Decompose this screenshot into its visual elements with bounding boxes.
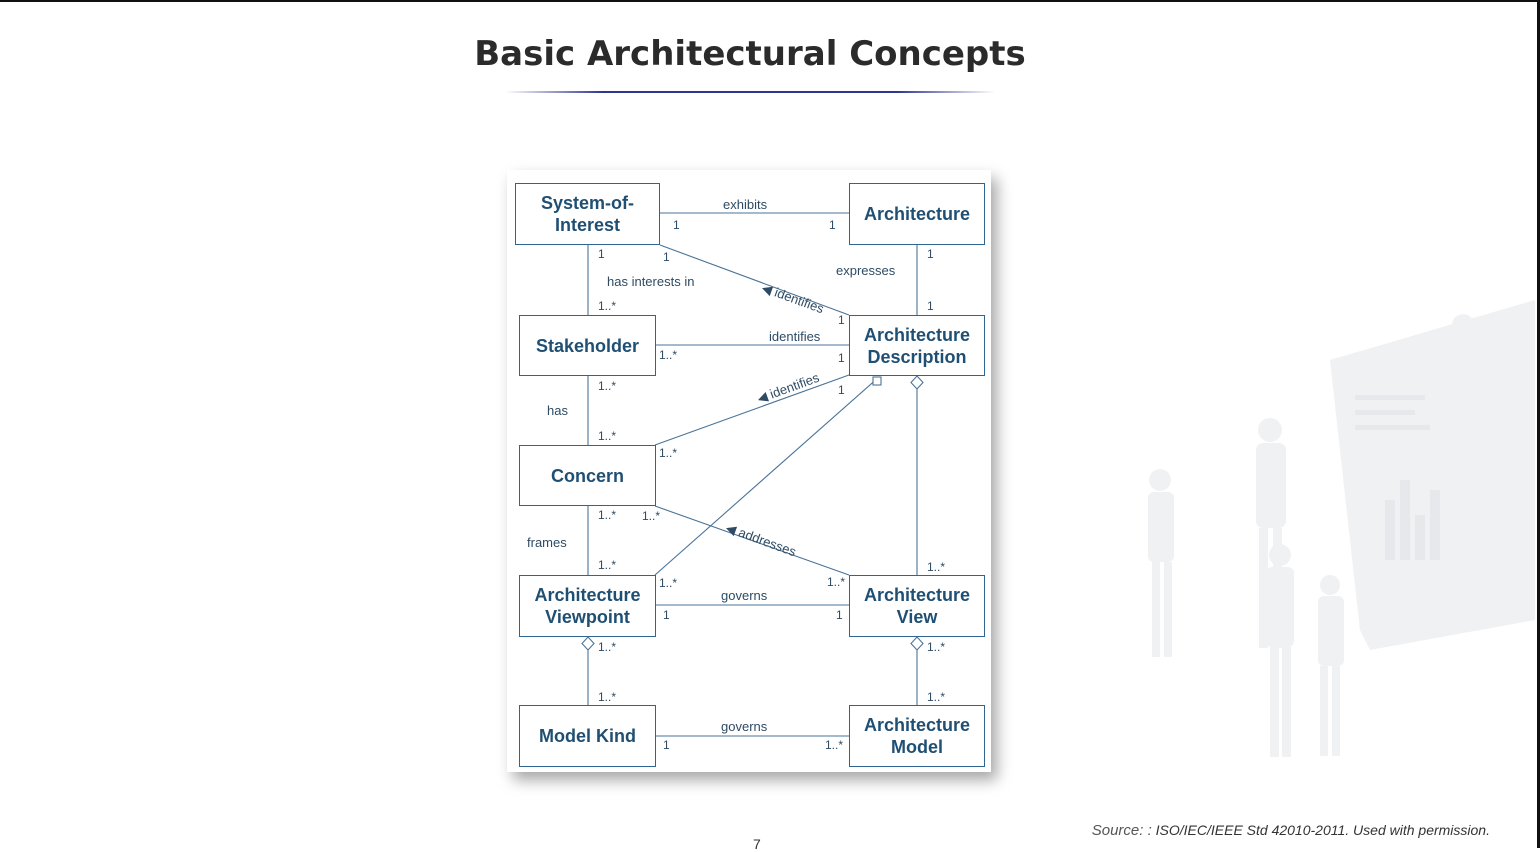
multiplicity: 1..* xyxy=(927,640,946,654)
multiplicity: 1..* xyxy=(825,738,844,752)
illustration-person xyxy=(1266,567,1294,647)
multiplicity: 1..* xyxy=(827,575,846,589)
illustration-person xyxy=(1270,647,1279,757)
label-has: has xyxy=(547,403,568,418)
slide-title: Basic Architectural Concepts xyxy=(474,34,1026,74)
title-underline xyxy=(505,91,995,93)
multiplicity: 1 xyxy=(838,313,845,327)
illustration-platform xyxy=(1360,600,1535,650)
box-architecture-view: Architecture View xyxy=(849,575,985,637)
diagram-connectors xyxy=(581,212,924,737)
top-border xyxy=(0,0,1540,2)
multiplicity: 1 xyxy=(663,250,670,264)
multiplicity: 1 xyxy=(663,608,670,622)
illustration-person xyxy=(1164,562,1172,657)
illustration-person xyxy=(1453,407,1461,437)
multiplicity: 1..* xyxy=(927,560,946,574)
multiplicity: 1..* xyxy=(598,508,617,522)
illustration-person xyxy=(1258,418,1282,442)
multiplicity: 1..* xyxy=(598,429,617,443)
edge-identifies-soi xyxy=(659,244,850,316)
label-expresses: expresses xyxy=(836,263,896,278)
multiplicity: 1..* xyxy=(659,348,678,362)
diamond-view-model xyxy=(910,636,924,651)
multiplicity: 1 xyxy=(927,299,934,313)
square-viewpoint-description xyxy=(872,376,882,386)
label-has-interests-in: has interests in xyxy=(607,274,695,289)
source-label: Source: : xyxy=(1091,822,1152,839)
illustration-bar xyxy=(1355,425,1430,430)
box-architecture: Architecture xyxy=(849,183,985,245)
box-architecture-description: Architecture Description xyxy=(849,315,985,376)
page-number: 7 xyxy=(753,836,761,852)
multiplicity: 1 xyxy=(663,738,670,752)
multiplicity: 1..* xyxy=(659,446,678,460)
source-text: ISO/IEC/IEEE Std 42010-2011. Used with p… xyxy=(1155,822,1490,838)
illustration-bar xyxy=(1415,515,1425,560)
box-system-of-interest: System-of- Interest xyxy=(515,183,660,245)
box-architecture-model: Architecture Model xyxy=(849,705,985,767)
illustration-person xyxy=(1452,314,1474,336)
background-illustration xyxy=(1148,300,1535,757)
right-border xyxy=(1537,0,1540,848)
multiplicity: 1 xyxy=(673,218,680,232)
illustration-bar xyxy=(1355,395,1425,400)
illustration-bar xyxy=(1400,480,1410,560)
label-governs-view: governs xyxy=(721,588,768,603)
edge-viewpoint-description xyxy=(654,376,880,576)
illustration-person xyxy=(1152,562,1160,657)
multiplicity: 1 xyxy=(838,351,845,365)
multiplicity: 1..* xyxy=(598,299,617,313)
multiplicity: 1..* xyxy=(598,640,617,654)
illustration-person xyxy=(1149,469,1171,491)
illustration-person xyxy=(1318,596,1344,666)
label-frames: frames xyxy=(527,535,567,550)
illustration-person xyxy=(1282,647,1291,757)
multiplicity: 1 xyxy=(838,383,845,397)
illustration-person xyxy=(1269,544,1291,566)
illustration-person xyxy=(1332,666,1340,756)
multiplicity: 1..* xyxy=(598,690,617,704)
diamond-view-description xyxy=(910,375,924,390)
source-citation: Source: : ISO/IEC/IEEE Std 42010-2011. U… xyxy=(1092,822,1490,839)
box-stakeholder: Stakeholder xyxy=(519,315,656,376)
illustration-person xyxy=(1259,528,1268,648)
illustration-person xyxy=(1256,443,1286,528)
multiplicity: 1 xyxy=(836,608,843,622)
box-model-kind: Model Kind xyxy=(519,705,656,767)
illustration-person xyxy=(1148,492,1174,562)
illustration-bar xyxy=(1355,410,1415,415)
illustration-person xyxy=(1320,575,1340,595)
illustration-person xyxy=(1320,666,1328,756)
box-architecture-viewpoint: Architecture Viewpoint xyxy=(519,575,656,637)
multiplicity: 1 xyxy=(927,247,934,261)
diamond-viewpoint-modelkind xyxy=(581,636,595,651)
box-concern: Concern xyxy=(519,445,656,506)
diagram-card: System-of- Interest Architecture Stakeho… xyxy=(507,170,991,772)
multiplicity: 1..* xyxy=(642,509,661,523)
illustration-bar xyxy=(1385,500,1395,560)
edge-addresses xyxy=(654,505,850,576)
label-governs-model: governs xyxy=(721,719,768,734)
illustration-person xyxy=(1450,337,1478,407)
label-exhibits: exhibits xyxy=(723,197,768,212)
multiplicity: 1..* xyxy=(598,379,617,393)
illustration-bar xyxy=(1430,490,1440,560)
multiplicity: 1 xyxy=(829,218,836,232)
multiplicity: 1..* xyxy=(927,690,946,704)
illustration-person xyxy=(1466,407,1474,437)
multiplicity: 1 xyxy=(598,247,605,261)
multiplicity: 1..* xyxy=(659,576,678,590)
label-identifies-stakeholder: identifies xyxy=(769,329,821,344)
edge-identifies-concern xyxy=(654,374,850,446)
illustration-billboard xyxy=(1330,300,1535,630)
multiplicity: 1..* xyxy=(598,558,617,572)
